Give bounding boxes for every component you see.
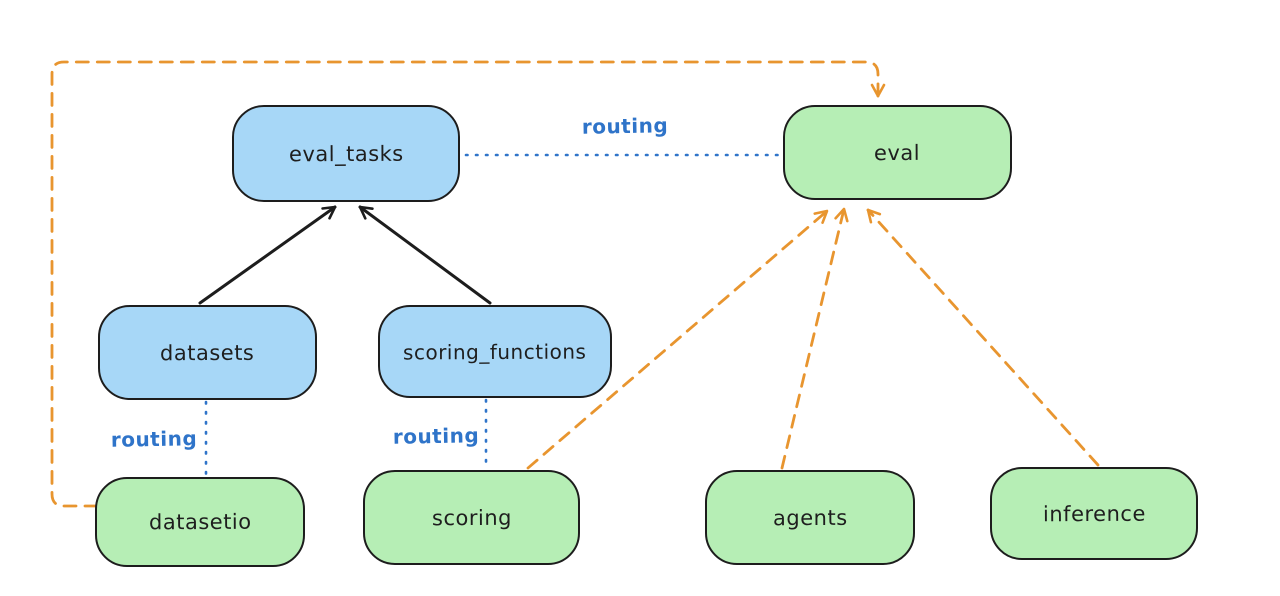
node-eval-tasks-label: eval_tasks	[288, 141, 404, 166]
node-datasetio-label: datasetio	[148, 509, 252, 535]
edge-scoring-functions-to-eval-tasks	[358, 205, 492, 305]
edge-inference-to-eval	[866, 208, 1100, 467]
edge-datasets-to-eval-tasks	[198, 205, 337, 305]
node-datasets: datasets	[98, 305, 317, 400]
edge-agents-to-eval	[780, 207, 849, 470]
node-datasetio: datasetio	[95, 477, 305, 567]
node-datasets-label: datasets	[160, 340, 255, 365]
node-eval: eval	[783, 105, 1012, 200]
node-inference: inference	[990, 467, 1198, 560]
node-eval-tasks: eval_tasks	[232, 105, 460, 202]
node-agents-label: agents	[772, 505, 848, 530]
node-scoring-label: scoring	[431, 505, 512, 530]
node-scoring-functions-label: scoring_functions	[403, 339, 587, 364]
routing-label-datasets-datasetio: routing	[110, 426, 198, 452]
node-eval-label: eval	[874, 140, 921, 165]
routing-label-eval-tasks-eval: routing	[581, 113, 669, 139]
routing-label-scoring-functions-scoring: routing	[392, 423, 480, 449]
node-inference-label: inference	[1042, 501, 1146, 526]
node-scoring-functions: scoring_functions	[378, 305, 612, 398]
node-agents: agents	[705, 470, 915, 565]
node-scoring: scoring	[363, 470, 580, 565]
